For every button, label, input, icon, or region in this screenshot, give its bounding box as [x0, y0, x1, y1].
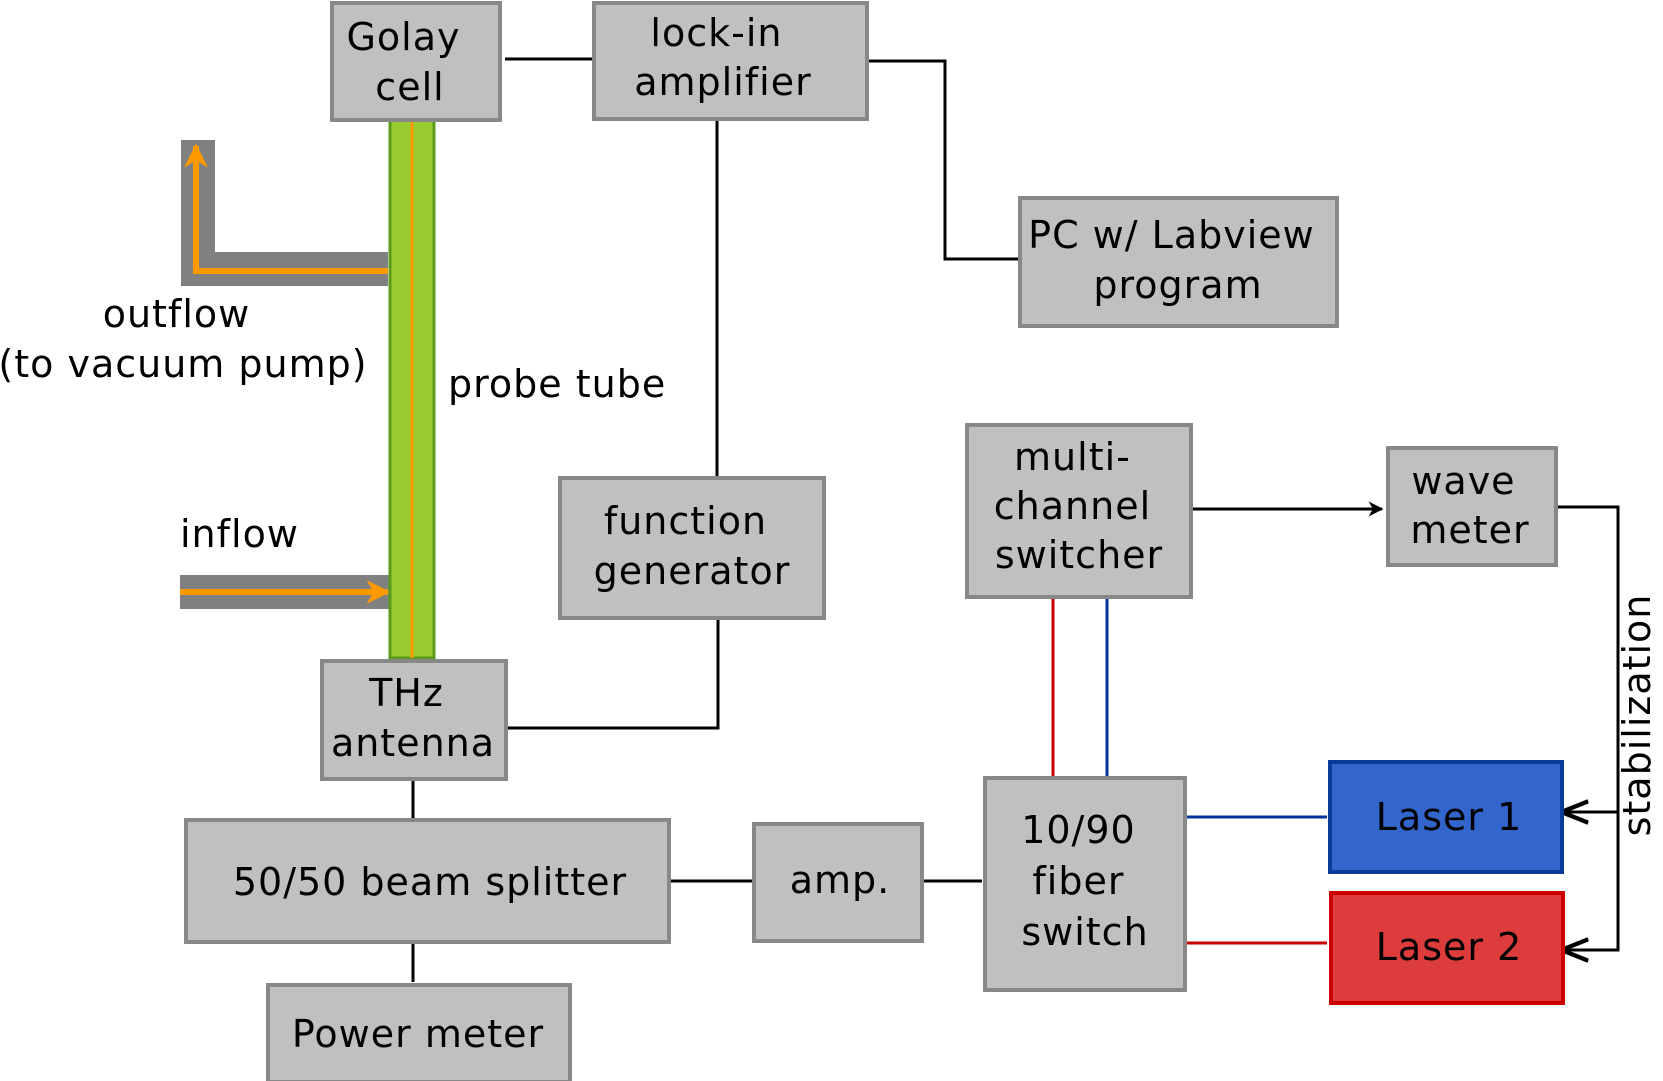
wave-meter-label: wave meter: [1410, 459, 1529, 552]
golay-cell-label: Golay cell: [346, 15, 473, 109]
lock-in-amplifier-box[interactable]: lock-in amplifier: [592, 1, 869, 121]
fiber-switch-label: 10/90 fiber switch: [1021, 808, 1149, 954]
thz-antenna-label: THz antenna: [331, 671, 495, 765]
pc-labview-label: PC w/ Labview program: [1028, 213, 1328, 307]
fiber-switch-box[interactable]: 10/90 fiber switch: [983, 776, 1187, 992]
probe-tube-label: probe tube: [448, 362, 666, 406]
multi-channel-switcher-label: multi- channel switcher: [994, 435, 1164, 577]
outflow-pipe: [181, 140, 388, 286]
inflow-label: inflow: [180, 512, 299, 556]
wire-lockin-pc: [867, 59, 1018, 261]
amp-box[interactable]: amp.: [752, 822, 924, 943]
thz-antenna-box[interactable]: THz antenna: [320, 659, 508, 781]
function-generator-box[interactable]: function generator: [558, 476, 826, 620]
laser-1-label: Laser 1: [1376, 795, 1523, 839]
fiber-connections: [1051, 599, 1327, 945]
golay-cell-box[interactable]: Golay cell: [330, 1, 502, 122]
probe-tube: [388, 114, 436, 660]
pc-labview-box[interactable]: PC w/ Labview program: [1018, 196, 1339, 328]
beam-splitter-box[interactable]: 50/50 beam splitter: [184, 818, 671, 944]
beam-splitter-label: 50/50 beam splitter: [233, 860, 627, 904]
laser-2-label: Laser 2: [1376, 925, 1523, 969]
outflow-pipe-body: [181, 140, 388, 286]
lock-in-amplifier-label: lock-in amplifier: [634, 11, 811, 104]
function-generator-label: function generator: [594, 499, 791, 593]
wave-meter-box[interactable]: wave meter: [1386, 446, 1558, 567]
stabilization-label: stabilization: [1615, 594, 1659, 837]
power-meter-label: Power meter: [292, 1012, 544, 1056]
power-meter-box[interactable]: Power meter: [266, 983, 572, 1081]
outflow-arrow: [184, 143, 388, 274]
amp-label: amp.: [790, 858, 891, 902]
outflow-label: outflow (to vacuum pump): [0, 292, 368, 386]
laser-1-box[interactable]: Laser 1: [1328, 760, 1564, 874]
wire-stabilization-laser2: [1555, 505, 1620, 950]
wire-function-generator-thz: [506, 619, 720, 730]
laser-2-box[interactable]: Laser 2: [1329, 891, 1565, 1005]
multi-channel-switcher-box[interactable]: multi- channel switcher: [965, 423, 1193, 599]
signal-wires: [411, 57, 1620, 982]
